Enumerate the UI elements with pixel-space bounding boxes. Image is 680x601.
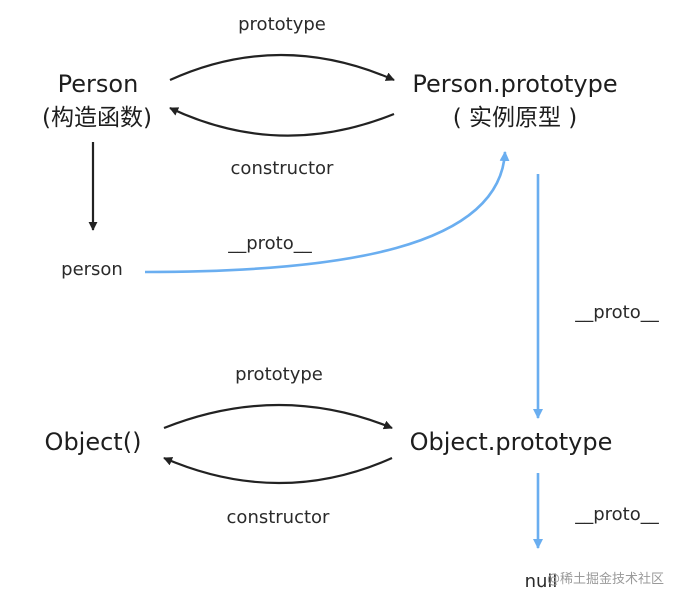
edge-label-person-prototype: prototype (238, 14, 326, 35)
node-person-constructor-name: Person (58, 70, 139, 98)
node-person-prototype-name: Person.prototype (412, 70, 617, 98)
watermark-text: @稀土掘金技术社区 (547, 571, 664, 587)
node-object-prototype: Object.prototype (410, 428, 613, 456)
edge-label-instance-proto: __proto__ (227, 233, 313, 254)
edge-label-person-constructor: constructor (231, 158, 335, 179)
edge-object-to-prototype (163, 403, 393, 430)
edge-label-object-constructor: constructor (227, 507, 331, 528)
edge-prototype-to-person (169, 107, 395, 137)
edge-instance-proto (144, 151, 510, 274)
edge-label-prototype-chain-1: __proto__ (574, 302, 660, 323)
edge-prototype-to-object (163, 456, 393, 485)
edge-person-to-prototype (169, 53, 395, 82)
node-object-constructor: Object() (45, 428, 142, 456)
node-person-prototype-sub: ( 实例原型 ) (453, 105, 578, 131)
node-person-instance: person (61, 259, 123, 280)
node-null: null (525, 571, 558, 592)
edge-label-prototype-chain-2: __proto__ (574, 504, 660, 525)
edge-label-object-prototype: prototype (235, 364, 323, 385)
node-person-constructor-sub: (构造函数) (42, 105, 152, 131)
